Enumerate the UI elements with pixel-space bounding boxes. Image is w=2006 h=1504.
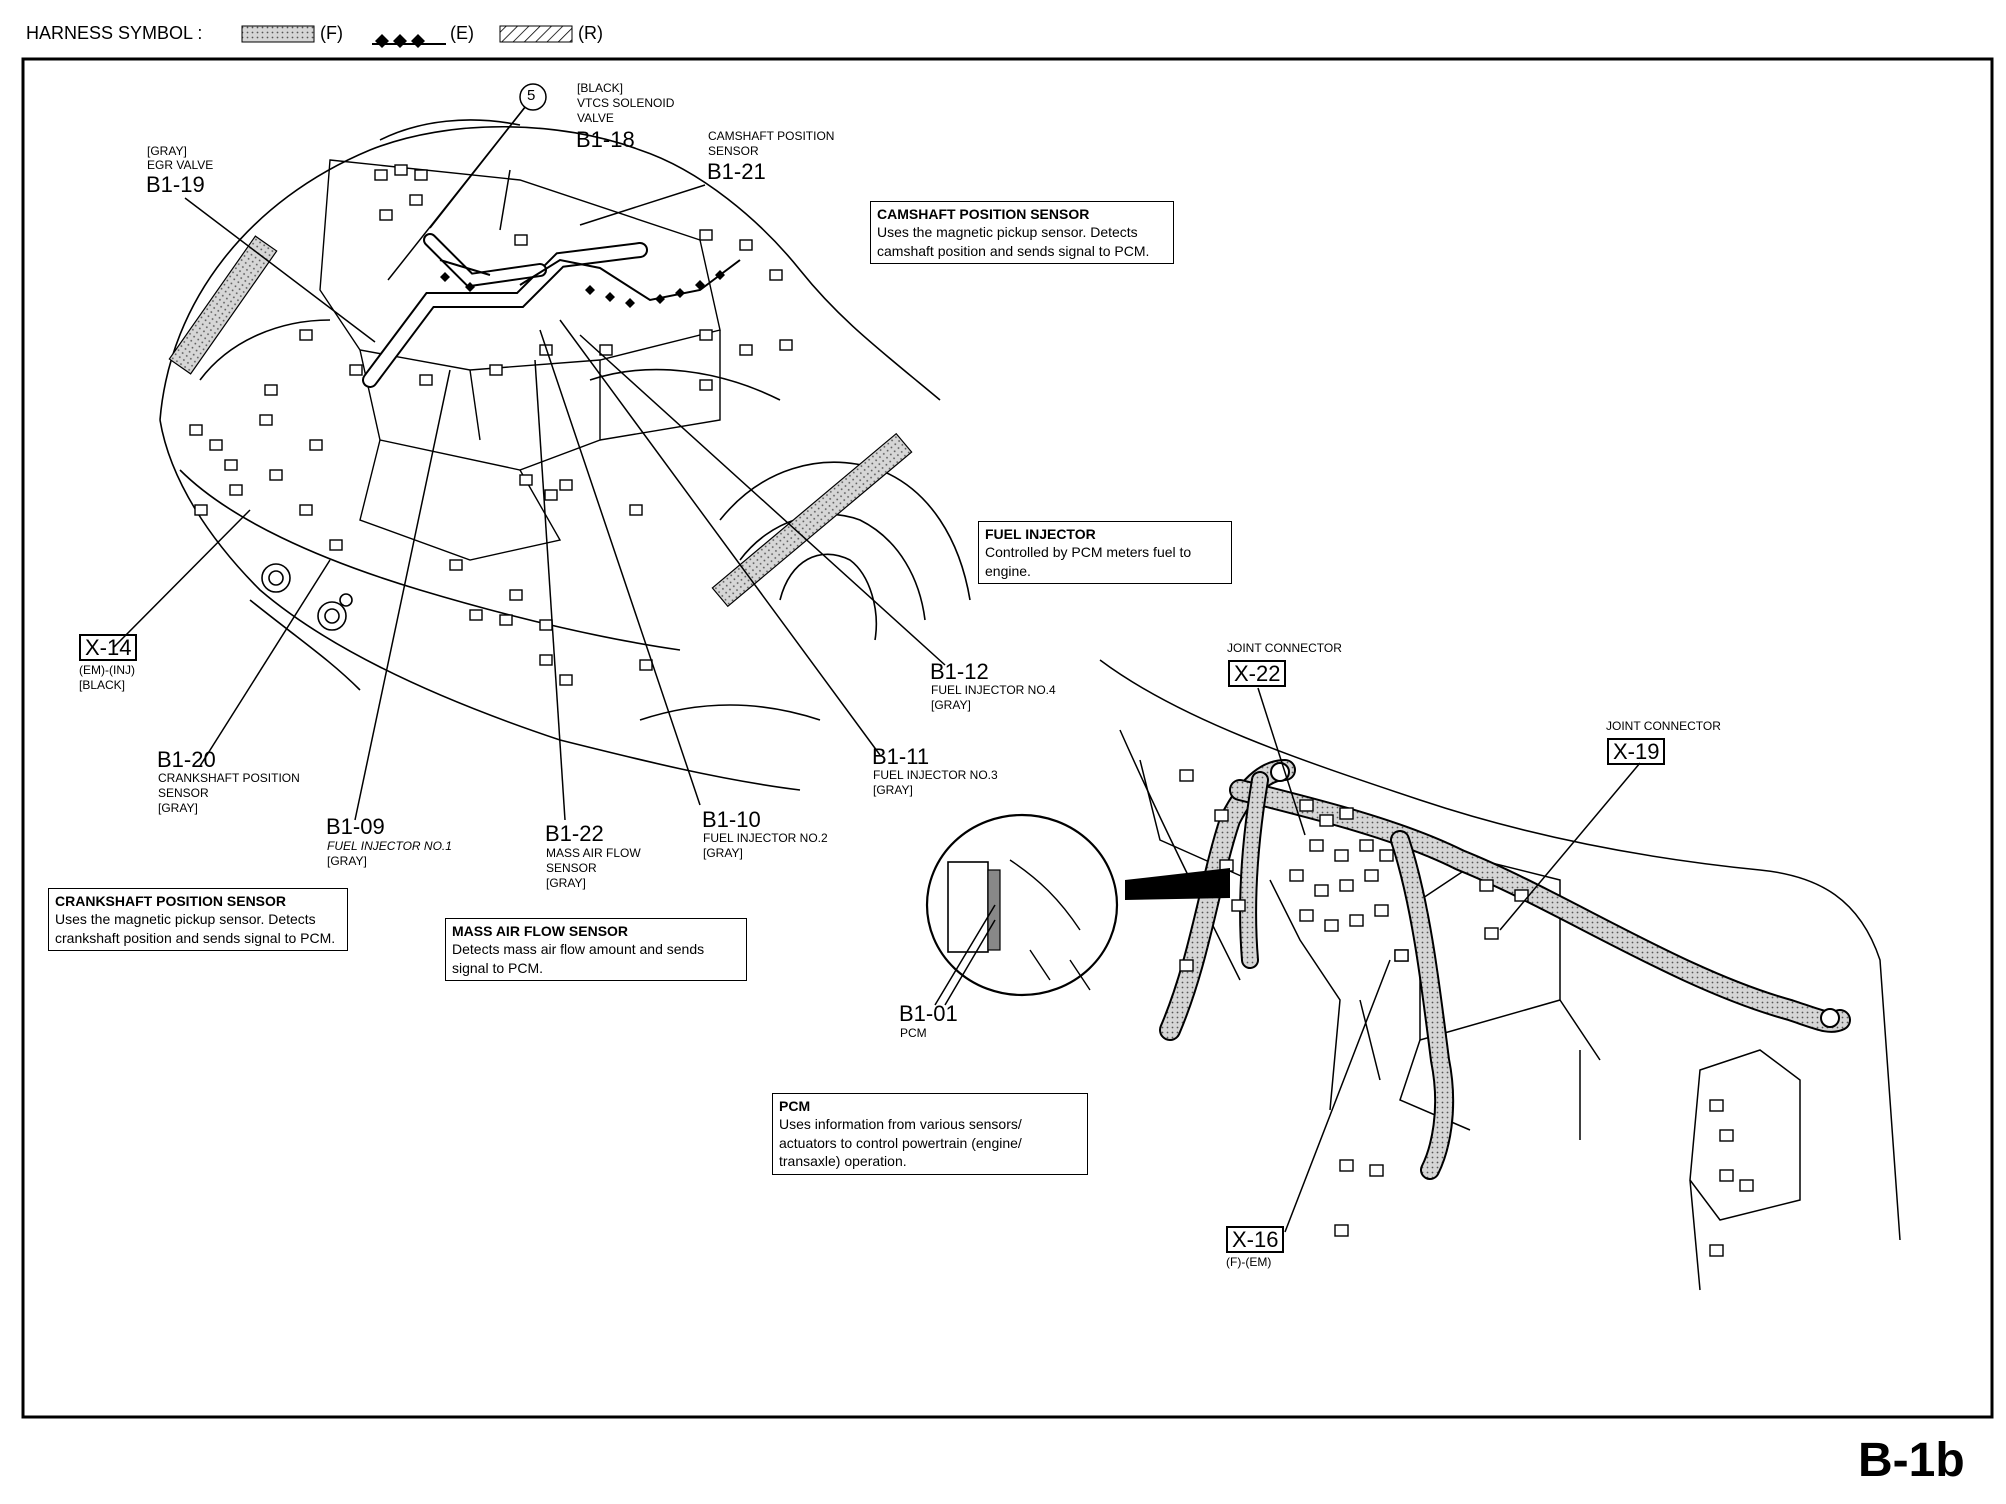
pcm-detail-view [925,813,1230,1006]
b1-20-name1: CRANKSHAFT POSITION [158,771,300,785]
b1-09-color: [GRAY] [327,854,367,868]
b1-22-code: B1-22 [545,821,604,846]
b1-21-name1: CAMSHAFT POSITION [708,129,835,143]
legend-swatch-diamond [372,34,446,48]
x-22-code: X-22 [1228,660,1287,688]
page-code: B-1b [1858,1434,1965,1487]
legend-code-diamond: (E) [450,23,474,43]
b1-22-name2: SENSOR [546,861,597,875]
b1-22-color: [GRAY] [546,876,586,890]
legend-code-hatched: (R) [578,23,603,43]
b1-20-code: B1-20 [157,747,216,772]
b1-11-code: B1-11 [872,744,930,769]
car-body-outline [159,119,971,791]
b1-11-color: [GRAY] [873,783,913,797]
info-box-fuel-injector: FUEL INJECTOR Controlled by PCM meters f… [978,521,1232,585]
info-box-maf-body: Detects mass air flow amount and sends s… [452,941,705,976]
info-box-pcm: PCM Uses information from various sensor… [772,1093,1088,1175]
pcm-leader-lines [1257,687,1641,1233]
circle-callout-number: 5 [527,87,536,104]
legend-code-dotted: (F) [320,23,343,43]
x-16-sub: (F)-(EM) [1226,1255,1272,1269]
pcm-harness-bundles [1159,759,1851,1180]
b1-22-name1: MASS AIR FLOW [546,846,641,860]
b1-12-color: [GRAY] [931,698,971,712]
info-box-pcm-body: Uses information from various sensors/ a… [779,1116,1022,1170]
diagram-frame [21,57,1994,1419]
page-code-bar [1860,1447,1990,1453]
x-14-color: [BLACK] [79,678,126,692]
b1-18-code: B1-18 [576,127,635,152]
b1-10-color: [GRAY] [703,846,743,860]
info-box-crankshaft-body: Uses the magnetic pickup sensor. Detects… [55,911,336,946]
b1-09-name: FUEL INJECTOR NO.1 [327,839,452,853]
x-22-label: JOINT CONNECTOR [1227,641,1342,655]
engine-leader-lines [112,96,946,821]
x-14-code: X-14 [79,634,138,662]
b1-18-color: [BLACK] [577,81,624,95]
b1-01-name: PCM [900,1026,927,1040]
b1-12-code: B1-12 [930,659,989,684]
engine-harness-bundles [168,233,913,608]
engine-connectors [189,164,793,686]
legend-swatches [241,25,573,48]
grommets [261,563,353,631]
circle-callout-ring [519,83,547,111]
dashboard-outline [1099,659,1901,1291]
info-box-camshaft-sensor: CAMSHAFT POSITION SENSOR Uses the magnet… [870,201,1174,265]
b1-12-name: FUEL INJECTOR NO.4 [931,683,1056,697]
info-box-camshaft-title: CAMSHAFT POSITION SENSOR [877,206,1090,222]
b1-10-name: FUEL INJECTOR NO.2 [703,831,828,845]
x-19-label: JOINT CONNECTOR [1606,719,1721,733]
pcm-connectors [1179,769,1754,1257]
x-14-sub: (EM)-(INJ) [79,663,135,677]
legend-prefix: HARNESS SYMBOL : [26,23,203,43]
b1-11-name: FUEL INJECTOR NO.3 [873,768,998,782]
info-box-crankshaft-sensor: CRANKSHAFT POSITION SENSOR Uses the magn… [48,888,348,952]
info-box-injector-body: Controlled by PCM meters fuel to engine. [985,544,1192,579]
b1-09-code: B1-09 [326,814,385,839]
b1-10-code: B1-10 [702,807,761,832]
legend-swatch-dotted [241,25,315,43]
b1-21-name2: SENSOR [708,144,759,158]
b1-18-name2: VALVE [577,111,614,125]
b1-20-color: [GRAY] [158,801,198,815]
info-box-crankshaft-title: CRANKSHAFT POSITION SENSOR [55,893,287,909]
info-box-camshaft-body: Uses the magnetic pickup sensor. Detects… [877,224,1150,259]
info-box-maf-title: MASS AIR FLOW SENSOR [452,923,629,939]
b1-20-name2: SENSOR [158,786,209,800]
b1-19-color: [GRAY] [147,144,187,158]
info-box-injector-title: FUEL INJECTOR [985,526,1096,542]
b1-19-code: B1-19 [146,172,205,197]
info-box-mass-air-flow: MASS AIR FLOW SENSOR Detects mass air fl… [445,918,747,982]
x-19-code: X-19 [1607,738,1666,766]
b1-18-name1: VTCS SOLENOID [577,96,675,110]
b1-21-code: B1-21 [707,159,766,184]
legend-swatch-hatched [499,25,573,43]
b1-01-code: B1-01 [899,1001,958,1026]
x-16-code: X-16 [1226,1226,1285,1254]
b1-19-name: EGR VALVE [147,158,214,172]
info-box-pcm-title: PCM [779,1098,811,1114]
